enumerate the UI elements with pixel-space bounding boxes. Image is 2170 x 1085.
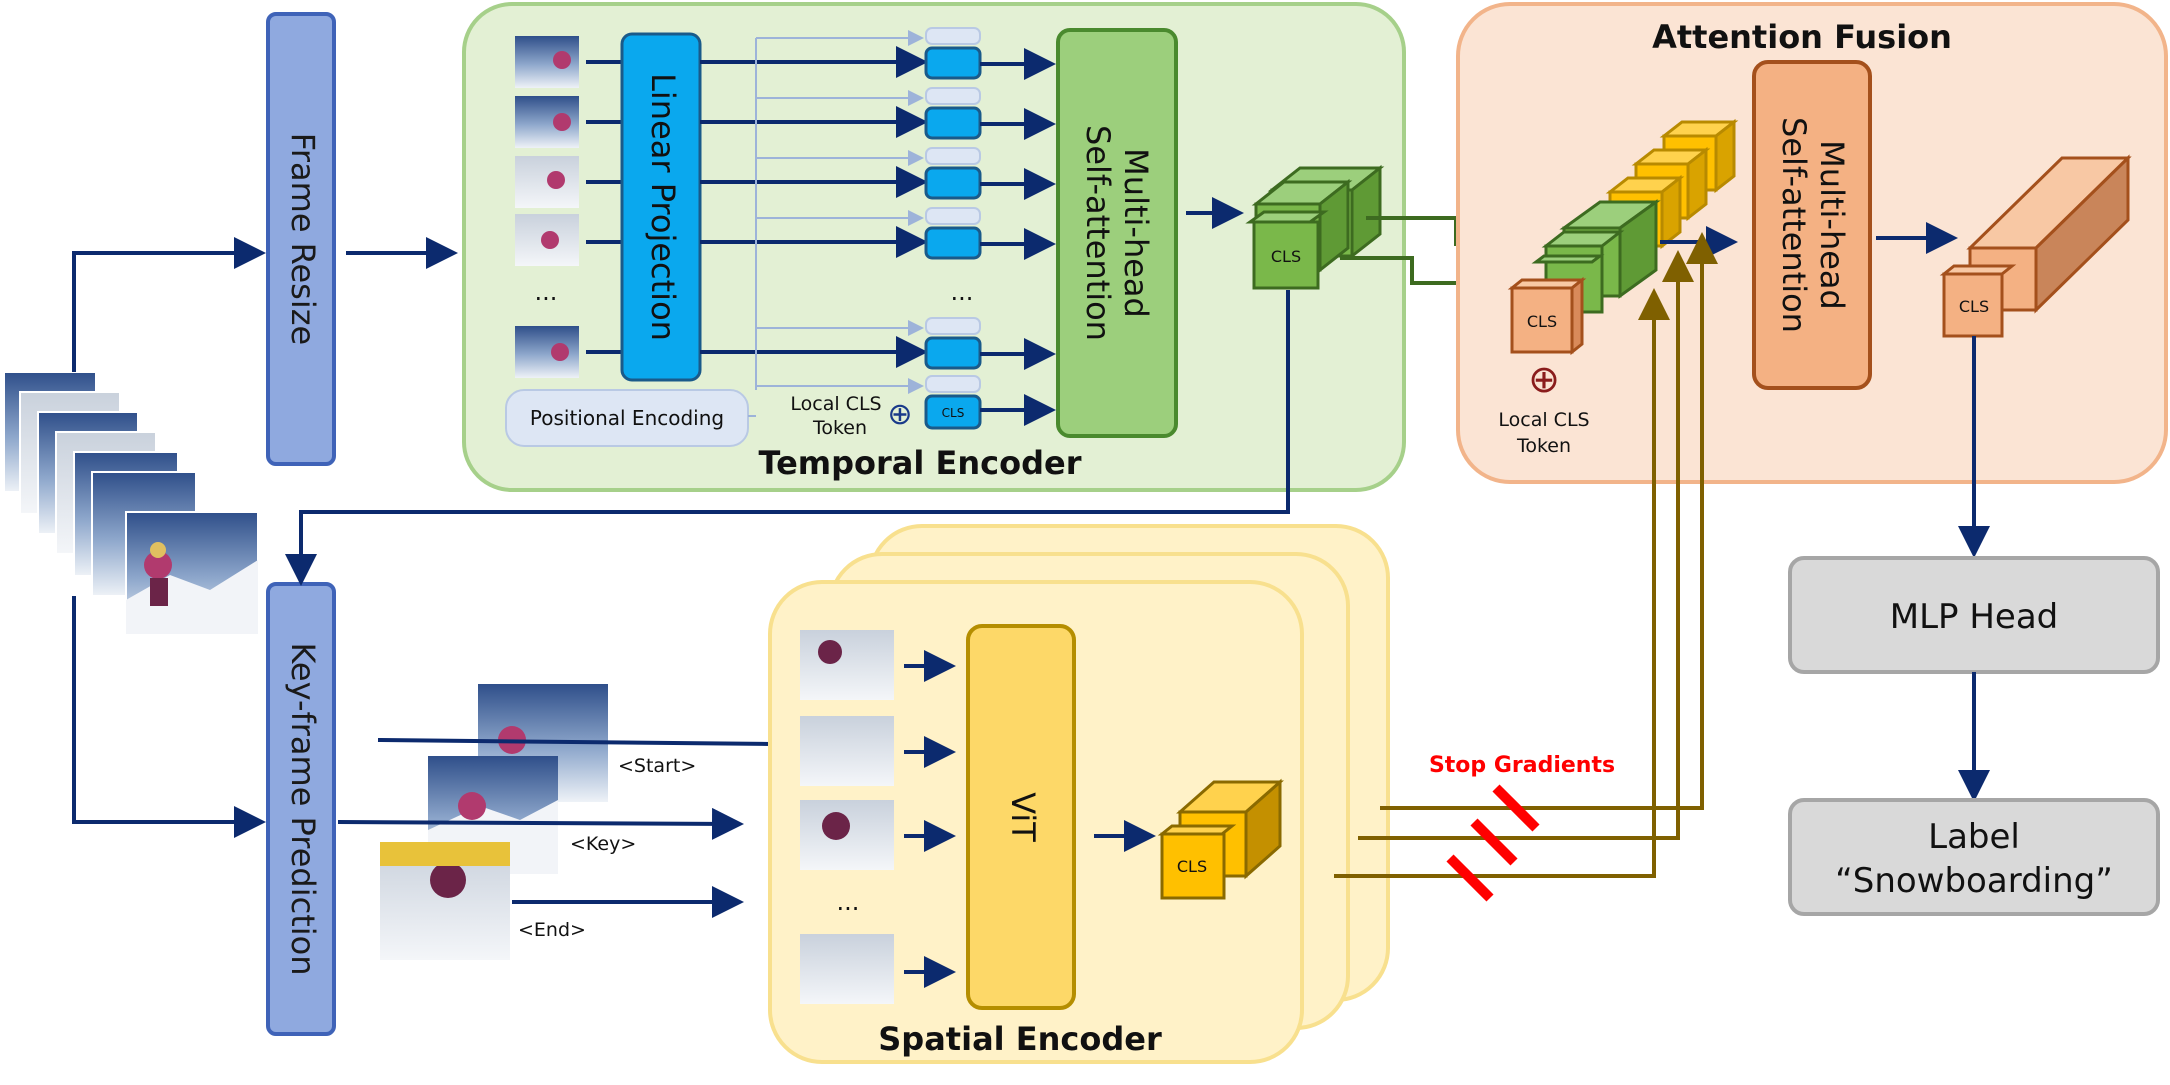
mlp-head-label: MLP Head [1890, 597, 2059, 637]
keyframe-prediction-label: Key-frame Prediction [284, 642, 322, 975]
attention-fusion-title: Attention Fusion [1652, 18, 1952, 56]
stop-gradient-arrows [1334, 232, 1718, 878]
keyframe-arrows [337, 738, 771, 918]
stop-gradients-label: Stop Gradients [1429, 753, 1615, 778]
frame-to-projection-arrows [586, 60, 624, 354]
key-tag: <Key> [570, 833, 636, 855]
input-video-frames [3, 371, 259, 635]
positional-encoding-lines [748, 38, 757, 417]
projection-to-token-arrows [700, 46, 928, 368]
temporal-mhsa-line1: Multi-head [1117, 148, 1155, 318]
fusion-spatial-tokens [1605, 118, 1739, 250]
arrow-cls-to-keyframe [285, 290, 1290, 586]
vit-block: ViT [966, 624, 1076, 1010]
linear-projection-block: Linear Projection [620, 32, 702, 382]
fusion-mhsa-line1: Multi-head [1813, 140, 1851, 310]
end-tag: <End> [518, 919, 586, 941]
spatial-frames-ellipsis: ... [837, 888, 860, 916]
spatial-cls-label: CLS [1177, 857, 1207, 876]
local-cls-token-mini-label: CLS [942, 406, 965, 420]
fusion-local-cls-cube: CLS [1507, 276, 1587, 356]
patch-tokens [924, 27, 982, 430]
positional-encoding-label: Positional Encoding [530, 406, 724, 430]
input-arrows [72, 237, 266, 838]
keyframe-prediction-block: Key-frame Prediction [266, 582, 336, 1036]
fusion-output-cls-label: CLS [1959, 297, 1989, 316]
output-label-line2: “Snowboarding” [1835, 861, 2113, 901]
token-to-mhsa-arrows [980, 48, 1056, 426]
temporal-mhsa-line2: Self-attention [1079, 125, 1117, 341]
temporal-frames-ellipsis: ... [535, 278, 558, 306]
temporal-mhsa-block: Multi-head Self-attention [1056, 28, 1178, 438]
spatial-cls-cube: CLS [1157, 778, 1284, 900]
output-label-block: Label “Snowboarding” [1788, 798, 2160, 916]
fusion-output-cuboid: CLS [1939, 154, 2132, 338]
frame-resize-block: Frame Resize [266, 12, 336, 466]
temporal-frame-thumbnails [515, 36, 579, 378]
spatial-encoder-title: Spatial Encoder [878, 1020, 1162, 1058]
temporal-cls-label: CLS [1271, 247, 1301, 266]
output-label-line1: Label [1928, 817, 2020, 857]
mlp-head-block: MLP Head [1788, 556, 2160, 674]
oplus-icon: ⊕ [887, 397, 912, 432]
token-ellipsis: ... [951, 278, 974, 306]
fusion-mhsa-line2: Self-attention [1775, 117, 1813, 333]
temporal-encoder-title: Temporal Encoder [759, 444, 1082, 482]
local-cls-token-label: Local CLS [790, 393, 881, 415]
fusion-mhsa-block: Multi-head Self-attention [1752, 60, 1872, 390]
spatial-frame-arrows [904, 650, 956, 988]
fusion-oplus-icon: ⊕ [1528, 357, 1560, 401]
linear-projection-label: Linear Projection [644, 73, 682, 341]
frame-resize-label: Frame Resize [284, 133, 322, 345]
fusion-local-cls-token-label: Local CLS [1498, 409, 1589, 431]
spatial-frame-thumbnails [800, 630, 894, 1004]
stop-gradient-marks [1446, 784, 1540, 902]
fusion-local-cls-token-label-line2: Token [1516, 435, 1571, 457]
local-cls-token-label-line2: Token [812, 417, 867, 439]
positional-encoding-arrows [756, 30, 924, 394]
start-tag: <Start> [618, 755, 696, 777]
fusion-local-cls-label: CLS [1527, 312, 1557, 331]
vit-label: ViT [1004, 792, 1042, 842]
positional-encoding-block: Positional Encoding [505, 389, 749, 447]
temporal-cls-cube: CLS [1245, 164, 1385, 290]
